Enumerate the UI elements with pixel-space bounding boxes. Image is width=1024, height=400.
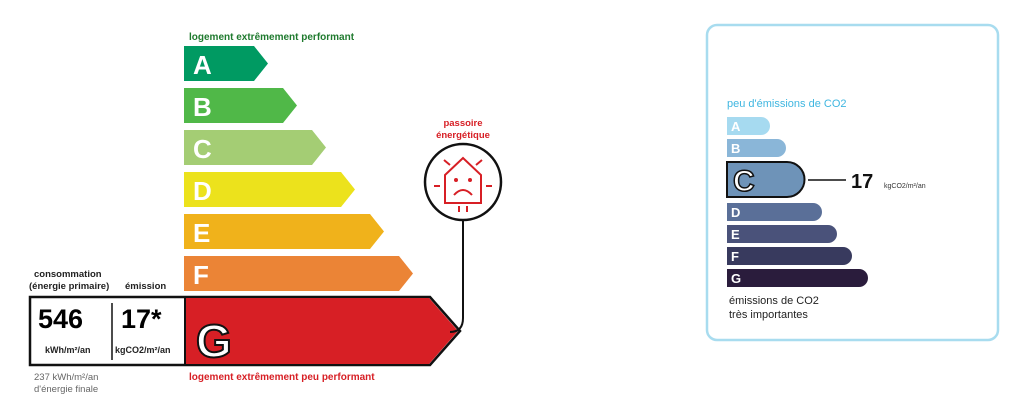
energy-bar-B xyxy=(184,88,297,123)
ges-bar-A xyxy=(727,117,770,135)
emission-unit: kgCO2/m²/an xyxy=(115,345,171,355)
energy-current-letter: G xyxy=(196,315,232,367)
ges-bar-letter: B xyxy=(731,141,740,156)
ges-bar-letter: E xyxy=(731,227,740,242)
ges-bar-E xyxy=(727,225,837,243)
energy-bottom-caption: logement extrêmement peu performant xyxy=(189,372,375,383)
ges-bar-letter: F xyxy=(731,249,739,264)
energy-bar-A xyxy=(184,46,268,81)
consumption-header: consommation xyxy=(34,269,102,280)
passoire-label-sub: énergétique xyxy=(436,130,490,141)
ges-bar-C xyxy=(726,161,806,198)
ges-bar-F xyxy=(727,247,852,265)
energy-top-caption: logement extrêmement performant xyxy=(189,32,355,43)
ges-bar-G xyxy=(727,269,868,287)
sad-house-icon xyxy=(423,142,503,222)
ges-bar-D xyxy=(727,203,822,221)
energy-bar-letter: F xyxy=(193,260,209,290)
energy-bar-letter: A xyxy=(193,50,212,80)
passoire-connector xyxy=(449,220,464,333)
energy-bar-letter: E xyxy=(193,218,210,248)
energy-bar-C xyxy=(184,130,326,165)
consumption-unit: kWh/m²/an xyxy=(45,345,91,355)
emission-header: émission xyxy=(125,281,166,292)
energy-bar-F xyxy=(184,256,413,291)
ges-bottom-caption-sub: très importantes xyxy=(729,309,808,321)
ges-bar-letter: A xyxy=(731,119,741,134)
energy-bar-letter: D xyxy=(193,176,212,206)
energy-bar-D xyxy=(184,172,355,207)
final-energy-label: d'énergie finale xyxy=(34,384,98,395)
consumption-value: 546 xyxy=(38,304,83,334)
energy-bar-letter: C xyxy=(193,134,212,164)
energy-bar-G xyxy=(185,298,458,364)
energy-bar-letter: B xyxy=(193,92,212,122)
final-energy-value: 237 kWh/m²/an xyxy=(34,372,98,383)
ges-unit: kgCO2/m²/an xyxy=(884,183,926,190)
emission-value: 17* xyxy=(121,304,162,334)
ges-bar-B xyxy=(727,139,786,157)
consumption-header-sub: (énergie primaire) xyxy=(29,281,109,292)
energy-bar-E xyxy=(184,214,384,249)
ges-bar-letter: C xyxy=(733,165,755,198)
ges-bottom-caption: émissions de CO2 xyxy=(729,295,819,307)
ges-top-caption: peu d'émissions de CO2 xyxy=(727,98,847,110)
ges-bar-letter: G xyxy=(731,271,741,286)
passoire-label: passoire xyxy=(443,118,482,129)
ges-value: 17 xyxy=(851,171,873,193)
ges-bar-letter: D xyxy=(731,205,740,220)
